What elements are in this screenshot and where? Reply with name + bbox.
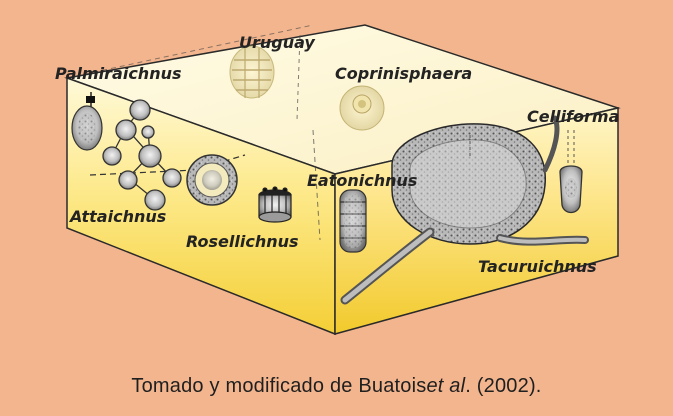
- label-celliforma: Celliforma: [527, 107, 619, 126]
- figure-caption: Tomado y modificado de Buatois et al. (2…: [0, 356, 673, 416]
- label-uruguay: Uruguay: [239, 33, 315, 52]
- celliforma-trace: [559, 130, 583, 214]
- label-coprinisphaera: Coprinisphaera: [335, 64, 472, 83]
- soil-block-svg: Uruguay Coprinisphaera Palmiraichnus Cel…: [55, 24, 621, 336]
- label-tacuruichnus: Tacuruichnus: [478, 257, 597, 276]
- eatonichnus-trace: [339, 189, 367, 253]
- uruguay-trace: [229, 34, 301, 121]
- block-diagram: Uruguay Coprinisphaera Palmiraichnus Cel…: [55, 24, 621, 336]
- palmiraichnus-trace: [71, 92, 103, 151]
- attaichnus-trace: [102, 99, 182, 211]
- ring-chamber-trace: [186, 154, 238, 206]
- rosellichnus-trace: [258, 186, 292, 223]
- label-eatonichnus: Eatonichnus: [307, 171, 417, 190]
- caption-italic: et al: [426, 374, 466, 397]
- label-rosellichnus: Rosellichnus: [186, 232, 299, 251]
- label-palmiraichnus: Palmiraichnus: [55, 64, 182, 83]
- caption-suffix: . (2002).: [465, 374, 542, 397]
- label-attaichnus: Attaichnus: [68, 207, 166, 226]
- coprinisphaera-trace: [339, 85, 385, 131]
- tacuruichnus-trace: [340, 115, 589, 305]
- caption-prefix: Tomado y modificado de Buatois: [131, 374, 427, 397]
